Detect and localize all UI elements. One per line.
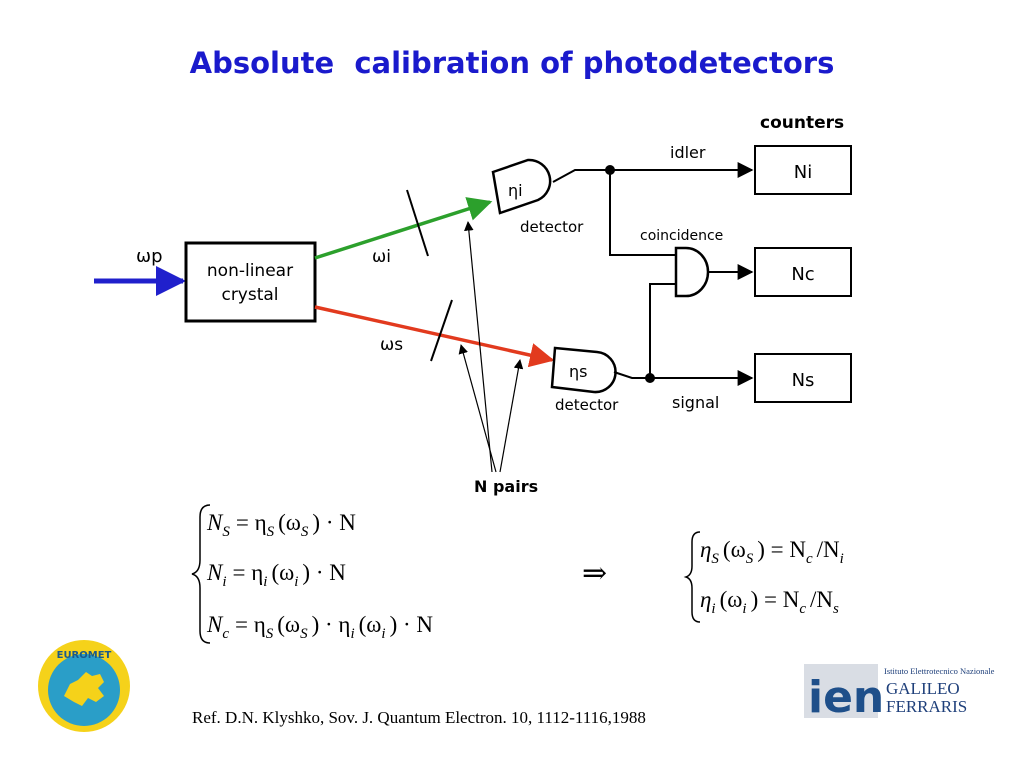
europe-map-icon — [64, 672, 104, 706]
euromet-logo: EUROMET — [38, 640, 130, 732]
equation-ns: NS= ηS(ωS) · N — [206, 510, 356, 540]
counters-label: counters — [760, 113, 844, 133]
equations-left: NS= ηS(ωS) · N Ni= ηi(ωi) · N Nc= ηS(ωS)… — [206, 510, 433, 642]
counter-ns-box — [754, 353, 852, 403]
signal-detector-caption: detector — [555, 396, 619, 414]
left-brace — [191, 504, 211, 644]
signal-beam — [314, 305, 555, 368]
idler-beam-label: ωi — [372, 247, 391, 267]
npairs-arrow-3 — [499, 359, 524, 473]
idler-line-label: idler — [670, 143, 706, 162]
page-title: Absolute calibration of photodetectors — [189, 46, 835, 80]
idler-detector-caption: detector — [520, 218, 584, 236]
crystal-label-1: non-linear — [207, 261, 293, 281]
ien-text-ferraris: FERRARIS — [886, 697, 967, 716]
coincidence-gate — [674, 246, 710, 298]
npairs-arrow-2 — [458, 344, 497, 473]
counter-nc-box — [754, 247, 852, 297]
pump-label: ωp — [136, 246, 163, 267]
counter-ni-box — [754, 145, 852, 195]
signal-detector — [550, 346, 617, 394]
counter-ns: Ns — [792, 370, 815, 391]
ien-logo: ien Istituto Elettrotecnico Nazionale GA… — [804, 664, 995, 723]
euromet-text: EUROMET — [57, 650, 112, 661]
signal-detector-label: ηs — [569, 362, 587, 381]
equation-eta-s: ηS(ωS) = Nc/Ni — [700, 537, 844, 567]
counter-ni: Ni — [794, 162, 812, 183]
npairs-label: N pairs — [474, 477, 538, 496]
equations-right: ηS(ωS) = Nc/Ni ηi(ωi) = Nc/Ns — [700, 537, 844, 617]
coincidence-label: coincidence — [640, 228, 723, 244]
signal-wire — [613, 371, 650, 379]
signal-beam-label: ωs — [380, 335, 403, 355]
ien-text-galileo: GALILEO — [886, 679, 960, 698]
crystal-label-2: crystal — [221, 285, 278, 305]
idler-to-coincidence — [609, 170, 676, 256]
signal-line-label: signal — [672, 393, 719, 412]
idler-beam — [314, 197, 493, 260]
idler-detector — [491, 158, 552, 215]
equation-ni: Ni= ηi(ωi) · N — [206, 560, 346, 590]
idler-detector-label: ηi — [508, 181, 523, 200]
idler-wire — [552, 169, 610, 183]
right-brace — [683, 531, 701, 623]
signal-to-coincidence — [649, 283, 676, 378]
npairs-arrow-1 — [464, 221, 493, 473]
ien-mark: ien — [808, 672, 884, 723]
idler-filter — [406, 189, 429, 257]
implies-symbol: ⇒ — [582, 556, 607, 591]
reference-citation: Ref. D.N. Klyshko, Sov. J. Quantum Elect… — [192, 708, 646, 727]
equation-eta-i: ηi(ωi) = Nc/Ns — [700, 587, 839, 617]
ien-text-top: Istituto Elettrotecnico Nazionale — [884, 666, 995, 676]
equation-nc: Nc= ηS(ωS) · ηi(ωi) · N — [206, 612, 433, 642]
nonlinear-crystal — [184, 241, 317, 323]
signal-filter — [430, 299, 453, 362]
counter-nc: Nc — [791, 264, 814, 285]
